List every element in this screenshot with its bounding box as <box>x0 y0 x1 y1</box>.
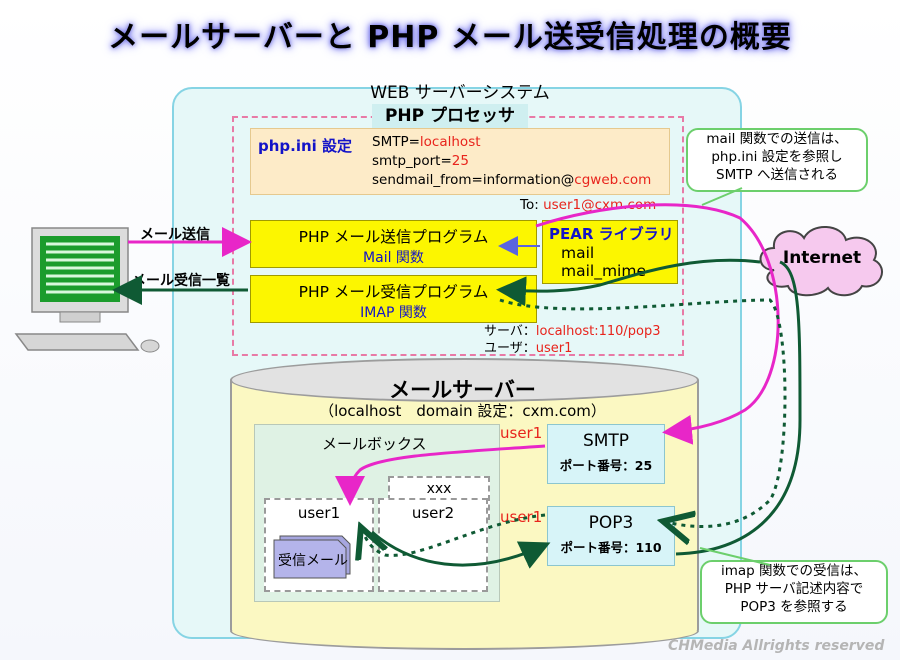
imap-callout-line1: imap 関数での受信は、 <box>720 563 868 579</box>
mail-send-callout: mail 関数での送信は、 php.ini 設定を参照し SMTP へ送信される <box>686 128 868 192</box>
pop3-request-dotted <box>362 513 546 555</box>
web-server-label: WEB サーバーシステム <box>370 83 550 103</box>
pear-item-mail: mail <box>561 244 595 262</box>
request-path-dotted <box>499 298 787 527</box>
send-program-title: PHP メール送信プログラム <box>298 228 489 246</box>
recv-program-title: PHP メール受信プログラム <box>298 283 489 301</box>
smtp-user-tag: user1 <box>500 424 543 442</box>
php-ini-box <box>250 128 670 195</box>
mailbox-user1-label: user1 <box>297 504 341 522</box>
user-info: ユーザ：user1 <box>484 337 572 356</box>
page-title: メールサーバーと PHP メール送受信処理の概要 <box>108 20 792 55</box>
mailbox-to-pop3-path <box>371 530 551 569</box>
internet-label: Internet <box>782 248 862 268</box>
mail-send-callout-line2: php.ini 設定を参照し <box>711 149 843 165</box>
server-value: localhost:110/pop3 <box>535 324 661 339</box>
mailbox-xxx-label: xxx <box>426 481 452 497</box>
mail-server-title: メールサーバー <box>389 378 536 402</box>
mail-send-callout-pointer <box>701 187 743 206</box>
received-mail-icon <box>273 535 351 579</box>
pear-library-title: PEAR ライブラリ <box>549 225 674 243</box>
ini-port-key: smtp_port= <box>372 153 452 169</box>
imap-callout-pointer <box>699 547 771 566</box>
mail-server-cylinder-top <box>230 358 699 402</box>
recv-program-box: PHP メール受信プログラム IMAP 関数 <box>250 275 537 323</box>
pear-item-mail-mime: mail_mime <box>561 262 647 280</box>
server-info: サーバ：localhost:110/pop3 <box>484 320 661 339</box>
ini-from-value: cgweb.com <box>574 172 652 188</box>
user-label: ユーザ： <box>484 341 536 356</box>
user-value: user1 <box>535 341 573 356</box>
pop3-to-internet-path <box>675 260 802 556</box>
received-mail-label: 受信メール <box>278 553 348 569</box>
recv-program-sub: IMAP 関数 <box>360 305 427 321</box>
send-path-internet-smtp <box>535 203 780 445</box>
imap-callout-line2: PHP サーバ記述内容で <box>724 581 864 597</box>
smtp-to-mailbox-path <box>335 444 546 506</box>
ini-from-key: sendmail_from=information@ <box>372 172 575 188</box>
recv-arrow-label: メール受信一覧 <box>132 273 230 289</box>
pop3-box: POP3 ポート番号：110 <box>547 506 675 566</box>
send-program-sub: Mail 関数 <box>363 250 424 266</box>
ini-port-line: smtp_port=25 <box>372 153 469 169</box>
mailbox-user2-label: user2 <box>411 504 455 522</box>
smtp-title: SMTP <box>582 431 630 451</box>
ini-smtp-line: SMTP=localhost <box>372 134 481 150</box>
pear-library-box: PEAR ライブラリ mail mail_mime <box>542 220 678 284</box>
to-label: To: <box>520 197 544 213</box>
ini-smtp-key: SMTP= <box>372 134 420 150</box>
send-arrow-label: メール送信 <box>140 227 210 243</box>
smtp-box: SMTP ポート番号：25 <box>547 424 665 484</box>
ini-smtp-value: localhost <box>419 134 481 150</box>
php-processor-label: PHP プロセッサ <box>372 104 528 128</box>
mail-send-callout-line3: SMTP へ送信される <box>716 167 838 183</box>
recv-path-internet <box>496 258 761 307</box>
mail-server-subtitle: （localhost domain 設定：cxm.com） <box>319 402 606 420</box>
pop3-title: POP3 <box>588 513 634 533</box>
imap-callout-line3: POP3 を参照する <box>740 599 848 615</box>
smtp-port: ポート番号：25 <box>559 458 653 473</box>
php-ini-label: php.ini 設定 <box>258 137 353 155</box>
imap-recv-callout: imap 関数での受信は、 PHP サーバ記述内容で POP3 を参照する <box>700 560 888 624</box>
copyright: CHMedia Allrights reserved <box>668 638 885 654</box>
mail-send-callout-line1: mail 関数での送信は、 <box>706 131 848 147</box>
mailbox-label: メールボックス <box>322 435 427 453</box>
send-program-box: PHP メール送信プログラム Mail 関数 <box>250 220 537 268</box>
server-label: サーバ： <box>484 324 536 339</box>
to-address: To: user1@cxm.com <box>520 197 656 213</box>
pop3-user-tag: user1 <box>500 508 543 526</box>
ini-port-value: 25 <box>451 153 469 169</box>
ini-from-line: sendmail_from=information@cgweb.com <box>372 172 651 188</box>
to-value: user1@cxm.com <box>543 197 657 213</box>
pop3-port: ポート番号：110 <box>560 540 662 555</box>
